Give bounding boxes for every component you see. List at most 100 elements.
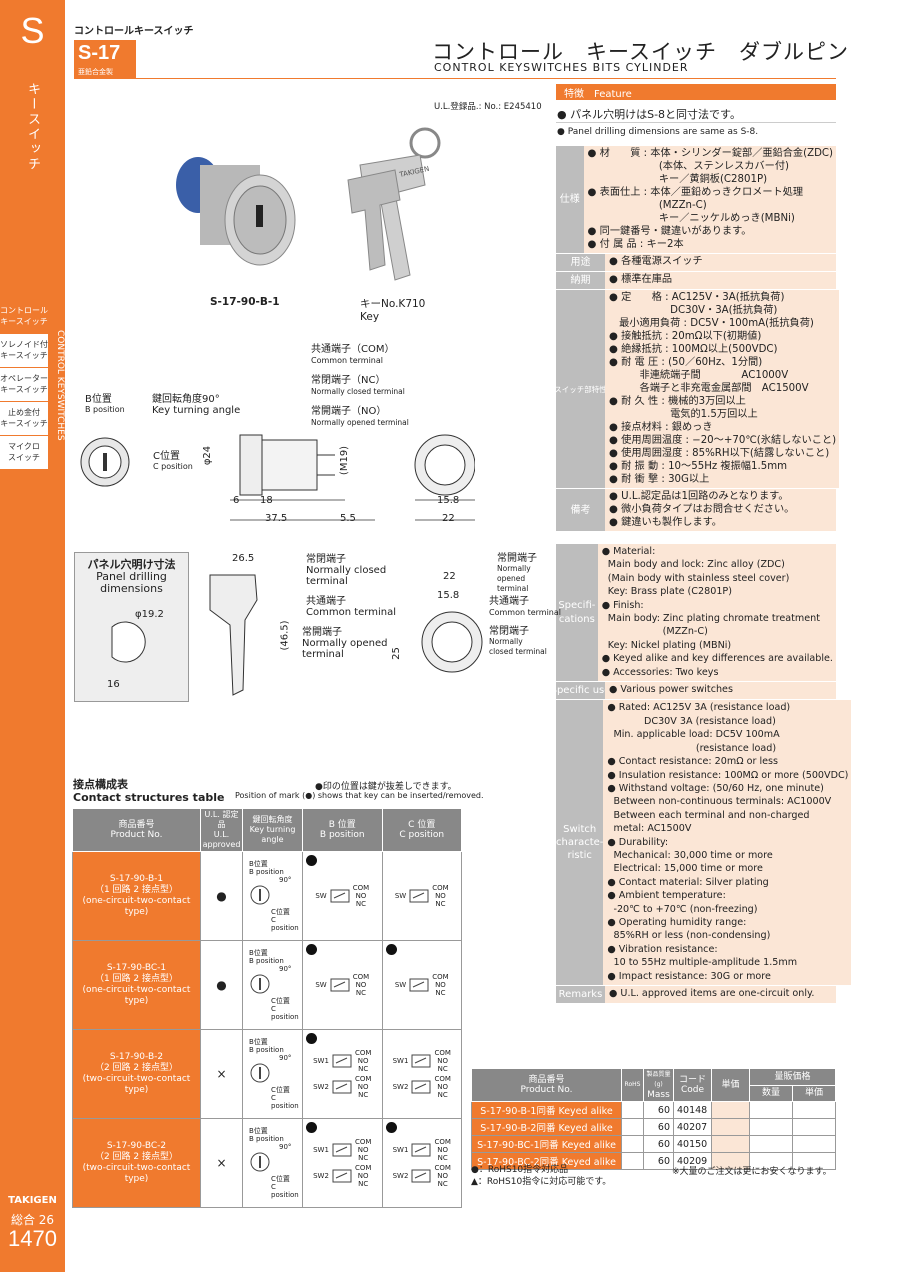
terminal-label: NC	[437, 1091, 448, 1099]
spec-line: キー／黄銅板(C2801P)	[587, 174, 768, 185]
spec-value: ● 各種電源スイッチ	[605, 254, 836, 271]
panel-drilling-box: パネル穴明け寸法 Panel drilling dimensions φ19.2…	[74, 552, 189, 702]
spec-line: ● U.L.認定品は1回路のみとなります。	[609, 491, 789, 502]
th-qty: 数量	[749, 1084, 793, 1102]
terminal-label: COM	[354, 1138, 372, 1146]
spec-value: ● 材 質 : 本体・シリンダー錠部／亜鉛合金(ZDC) (本体、ステンレスカバ…	[583, 146, 836, 253]
terminal-label: COM	[354, 1075, 372, 1083]
spec-line: ● U.L. approved items are one-circuit on…	[609, 988, 815, 999]
product-type_en: (two-circuit-two-contact type)	[82, 1074, 191, 1095]
spec-label: 納期	[556, 272, 605, 289]
bulk-qty	[749, 1135, 793, 1153]
dim-16: 16	[107, 679, 120, 690]
spec-line: (Main body with stainless steel cover)	[601, 572, 790, 584]
terminal-label: COM	[432, 973, 449, 981]
spec-line: ● 使用周囲湿度 : 85%RH以下(結露しないこと)	[609, 448, 830, 459]
com-ja: 共通端子	[306, 596, 346, 607]
switch-label: SW1	[392, 1057, 409, 1065]
nav-item-solenoid[interactable]: ソレノイド付キースイッチ	[0, 334, 48, 368]
product-type_ja: （2 回路 2 接点型）	[94, 1152, 179, 1162]
nav-item-stopper[interactable]: 止め金付キースイッチ	[0, 402, 48, 436]
spec-line: 最小適用負荷 : DC5V・100mA(抵抗負荷)	[609, 318, 814, 329]
switch-symbol-icon	[330, 978, 350, 992]
spec-line: DC30V・3A(抵抗負荷)	[609, 305, 778, 316]
spec-line: ● Operating humidity range:	[607, 916, 747, 928]
spec-label: 仕様	[556, 146, 584, 253]
code: 40209	[673, 1152, 712, 1170]
dimension-drawing	[80, 434, 475, 521]
code: 40207	[673, 1118, 712, 1136]
spec-label: 用途	[556, 254, 605, 271]
th-product-ja: 商品番号	[118, 820, 155, 830]
key-removable-dot	[306, 1033, 317, 1044]
model-badge: S-17 亜鉛合金製	[74, 40, 136, 78]
turn-angle-label: 鍵回転角度90°Key turning angle	[152, 390, 240, 416]
dim-15-8-b: 15.8	[437, 590, 460, 601]
dim-25: 25	[390, 647, 402, 660]
switch-label: SW2	[313, 1172, 329, 1180]
th-mass-en: Mass	[647, 1090, 670, 1100]
product-no: S-17-90-B-2	[109, 1052, 164, 1062]
switch-symbol-icon	[409, 978, 429, 992]
c-pos: C位置	[271, 997, 290, 1005]
spec-line: ● Rated: AC125V 3A (resistance load)	[607, 702, 791, 714]
com-terminal-label: 共通端子（COM）Common terminal	[311, 344, 394, 366]
code: 40148	[673, 1101, 712, 1119]
b-pos-en: B position	[249, 868, 284, 876]
nav-item-micro[interactable]: マイクロスイッチ	[0, 436, 48, 470]
feature-header: 特徴 Feature	[556, 84, 836, 100]
spec-line: 各端子と非充電金属部間 AC1500V	[609, 383, 809, 394]
spec-row: 仕様● 材 質 : 本体・シリンダー錠部／亜鉛合金(ZDC) (本体、ステンレス…	[556, 145, 836, 253]
product-cell: S-17-90-B-1（1 回路 2 接点型）(one-circuit-two-…	[72, 851, 201, 941]
c-pos-en: C position	[271, 1094, 299, 1110]
feature-head-ja: 特徴	[564, 89, 584, 100]
spec-line: (MZZn-C)	[587, 200, 707, 211]
c-pos-en: C position	[153, 462, 193, 471]
dim-26-5: 26.5	[232, 553, 255, 564]
turn-en: Key turning angle	[152, 405, 241, 416]
terminal-label: COM	[432, 884, 449, 892]
terminal-label: NC	[358, 1065, 369, 1073]
terminal-label: NO	[435, 892, 446, 900]
no-en: Normally opened terminal	[311, 418, 409, 427]
b-pos: B位置	[249, 1127, 268, 1135]
spec-line: ● Finish:	[601, 599, 644, 611]
dim-5-5: 5.5	[340, 513, 356, 524]
switch-label: SW1	[313, 1146, 329, 1154]
spec-table-ja: 仕様● 材 質 : 本体・シリンダー錠部／亜鉛合金(ZDC) (本体、ステンレス…	[554, 145, 840, 531]
spec-row: Specifi- cations● Material: Main body an…	[556, 543, 836, 682]
terminal-label: NO	[437, 1057, 449, 1065]
switch-label: SW2	[313, 1083, 329, 1091]
rohs-cell	[621, 1152, 644, 1170]
spec-label: Specifi- cations	[556, 544, 598, 682]
nav-item-control[interactable]: コントロールキースイッチ	[0, 300, 48, 334]
angle: 90°	[279, 876, 292, 884]
dim-15-8: 15.8	[437, 495, 460, 506]
terminal-label: NO	[357, 1172, 369, 1180]
terminal-label: NC	[358, 1091, 369, 1099]
unit-price	[711, 1135, 750, 1153]
spec-line: Key: Brass plate (C2801P)	[601, 586, 732, 598]
nav-item-operator[interactable]: オペレーターキースイッチ	[0, 368, 48, 402]
contact-title-en: Contact structures table	[73, 791, 225, 804]
no-en: Normally opened terminal	[497, 564, 531, 593]
spec-line: ● Contact resistance: 20mΩ or less	[607, 756, 779, 768]
nc-en: Normally closed terminal	[311, 387, 405, 396]
unit-price	[711, 1118, 750, 1136]
b-pos-en: B position	[249, 1046, 284, 1054]
bulk-qty	[749, 1101, 793, 1119]
switch-label: SW2	[392, 1172, 409, 1180]
switch-symbol-icon	[332, 1054, 352, 1068]
breadcrumb: コントロールキースイッチ	[74, 26, 194, 37]
terminal-label: COM	[434, 1075, 451, 1083]
nc-ja: 常閉端子	[489, 626, 529, 637]
